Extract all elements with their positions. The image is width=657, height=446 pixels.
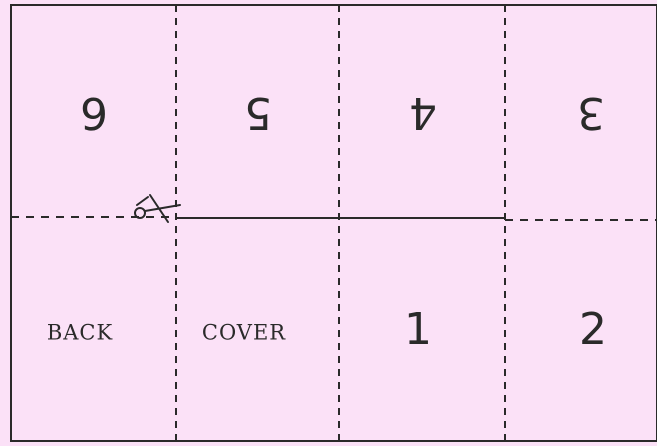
panel-page-6: 6 xyxy=(80,87,108,138)
panel-page-3: 3 xyxy=(577,87,605,138)
scissors-icon xyxy=(134,194,181,223)
panel-cover: COVER xyxy=(201,320,287,345)
panel-page-1: 1 xyxy=(404,304,432,355)
panel-page-5: 5 xyxy=(244,87,272,138)
panel-page-4: 4 xyxy=(409,87,437,138)
panel-page-2: 2 xyxy=(579,304,607,355)
panel-back: BACK xyxy=(46,320,114,345)
sheet-border xyxy=(10,4,657,442)
